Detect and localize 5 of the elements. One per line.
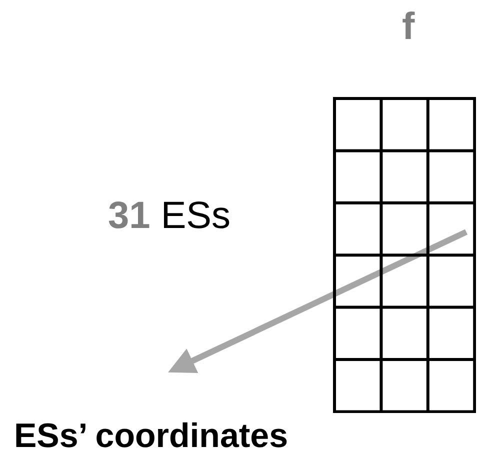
caption-text: ESs’ coordinates [14,414,404,458]
count-label: 31 ESs [108,195,231,238]
grid-table [333,97,476,413]
panel-letter: f [402,6,415,49]
arrow [168,229,468,374]
